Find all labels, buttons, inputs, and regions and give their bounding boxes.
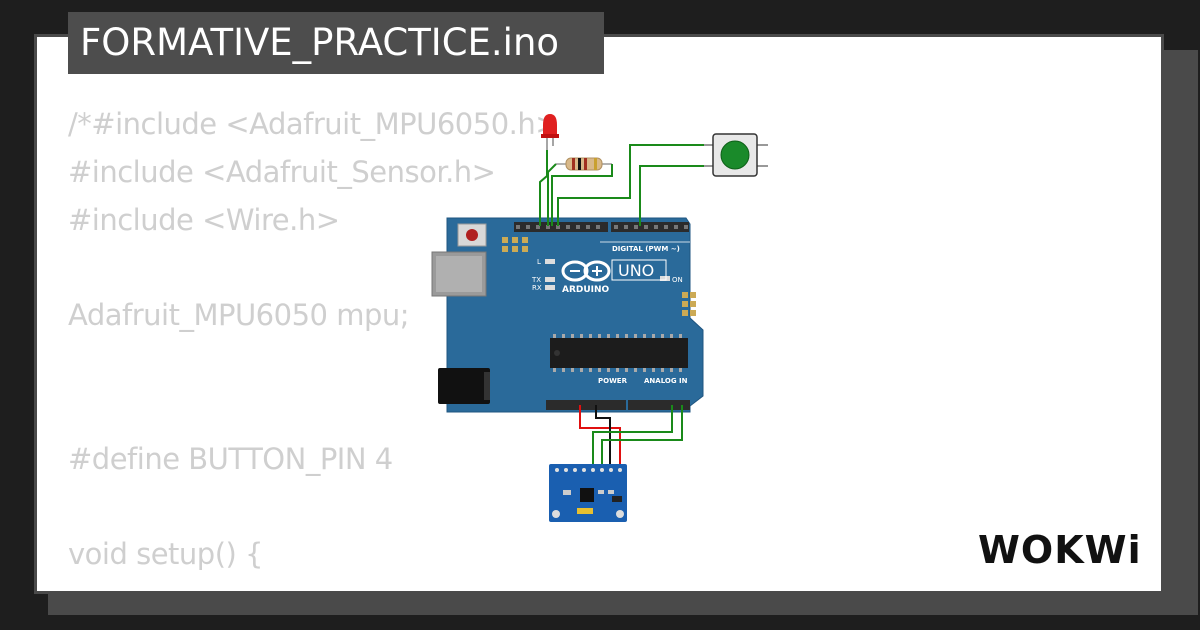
wires-bottom xyxy=(579,405,683,466)
code-line: #include <Wire.h> xyxy=(68,202,340,237)
power-header xyxy=(546,400,626,410)
on-label: ON xyxy=(672,276,683,284)
code-line: Adafruit_MPU6050 mpu; xyxy=(68,298,410,333)
icsp-header xyxy=(502,237,696,316)
wokwi-logo: WOKWi xyxy=(978,528,1142,572)
red-led[interactable] xyxy=(541,114,559,150)
power-label: POWER xyxy=(598,377,628,385)
code-editor-background: /*#include <Adafruit_MPU6050.h> #include… xyxy=(68,101,560,579)
mpu6050-sensor[interactable] xyxy=(549,464,627,522)
code-line: #include <Adafruit_Sensor.h> xyxy=(68,154,496,189)
atmega-chip xyxy=(550,338,688,368)
code-line: void setup() { xyxy=(68,537,264,572)
mpu-chip xyxy=(580,488,594,502)
arduino-uno-board[interactable]: DIGITAL (PWM ~) L TX RX ON UNO ARDUINO xyxy=(431,217,704,413)
digital-label: DIGITAL (PWM ~) xyxy=(612,245,680,253)
digital-header-left xyxy=(514,222,608,232)
wires-top xyxy=(539,144,704,226)
digital-header-right xyxy=(611,222,689,232)
project-title: FORMATIVE_PRACTICE.ino xyxy=(68,12,604,74)
wokwi-logo-text: WOKWi xyxy=(978,528,1142,572)
arduino-logo xyxy=(561,260,611,282)
analog-header xyxy=(628,400,690,410)
rx-label: RX xyxy=(532,284,542,292)
analog-label: ANALOG IN xyxy=(644,377,688,385)
power-jack xyxy=(438,368,490,404)
l-led-label: L xyxy=(537,258,541,266)
code-line: /*#include <Adafruit_MPU6050.h> xyxy=(68,107,560,141)
tx-label: TX xyxy=(531,276,541,284)
push-button[interactable] xyxy=(704,133,768,177)
board-brand: ARDUINO xyxy=(562,285,610,295)
board-model: UNO xyxy=(618,261,654,280)
code-line: #define BUTTON_PIN 4 xyxy=(68,441,393,476)
resistor[interactable] xyxy=(556,157,612,171)
